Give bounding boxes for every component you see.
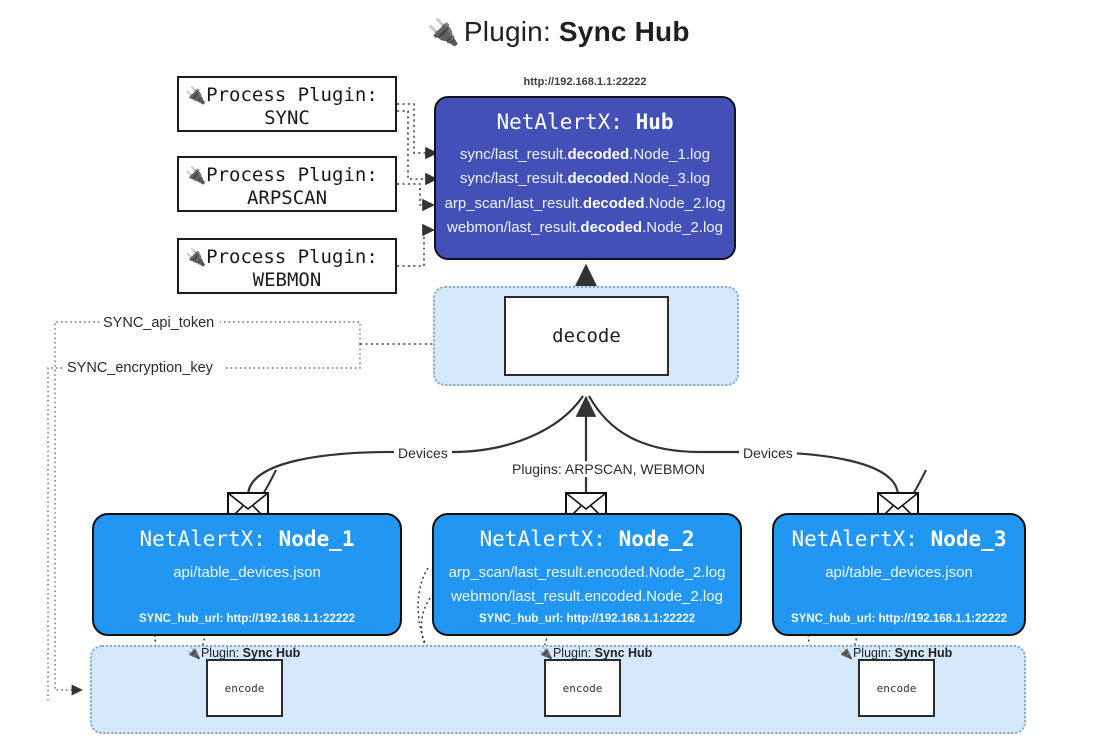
decode-box[interactable]: decode (504, 296, 669, 376)
encode-box-node-2[interactable]: encode (544, 659, 621, 717)
node-card-node-1[interactable]: NetAlertX: Node_1 api/table_devices.json… (92, 513, 402, 636)
node-footer-hub-url: SYNC_hub_url: http://192.168.1.1:22222 (790, 613, 1008, 625)
process-plugin-label: Process Plugin: (206, 246, 378, 268)
page-title: 🔌Plugin: Sync Hub (0, 16, 1117, 48)
encode-box-node-3[interactable]: encode (858, 659, 935, 717)
plug-icon: 🔌 (185, 86, 207, 106)
page-title-name: Sync Hub (558, 16, 690, 47)
node-title-prefix: NetAlertX: (791, 527, 918, 551)
encode-box-node-1[interactable]: encode (206, 659, 283, 717)
node-title-prefix: NetAlertX: (479, 527, 606, 551)
node-line-list: api/table_devices.json (94, 561, 400, 585)
hub-node[interactable]: NetAlertX: Hub sync/last_result.decoded.… (434, 96, 736, 260)
encoder-caption-node-2: 🔌Plugin: Sync Hub (538, 646, 653, 660)
hub-log-entry: sync/last_result.decoded.Node_3.log (459, 170, 711, 188)
plug-icon: 🔌 (185, 166, 207, 186)
node-line: arp_scan/last_result.encoded.Node_2.log (448, 564, 726, 581)
hub-log-entry: arp_scan/last_result.decoded.Node_2.log (444, 194, 726, 212)
process-plugin-label: Process Plugin: (206, 84, 378, 106)
plug-icon: 🔌 (185, 248, 207, 268)
process-plugin-name: SYNC (264, 107, 310, 130)
hub-log-entry: sync/last_result.decoded.Node_1.log (459, 146, 711, 163)
hub-title-name: Hub (635, 110, 674, 134)
process-plugin-label: Process Plugin: (206, 164, 378, 186)
plug-icon: 🔌 (186, 646, 201, 660)
node-line-list: api/table_devices.json (774, 561, 1024, 585)
node-title: NetAlertX: Node_2 (434, 527, 740, 551)
edge-label-devices-right: Devices (739, 445, 797, 461)
process-plugin-arpscan[interactable]: 🔌Process Plugin: ARPSCAN (177, 156, 397, 212)
encoder-caption-node-3: 🔌Plugin: Sync Hub (838, 646, 953, 660)
plug-icon: 🔌 (538, 646, 553, 660)
node-title: NetAlertX: Node_1 (94, 527, 400, 551)
node-title-name: Node_1 (278, 527, 355, 551)
node-card-node-3[interactable]: NetAlertX: Node_3 api/table_devices.json… (772, 513, 1026, 636)
secret-label-api-token: SYNC_api_token (100, 315, 218, 331)
node-title-name: Node_3 (930, 527, 1007, 551)
plug-icon: 🔌 (838, 646, 853, 660)
hub-log-list: sync/last_result.decoded.Node_1.log sync… (436, 143, 734, 240)
node-footer-hub-url: SYNC_hub_url: http://192.168.1.1:22222 (478, 613, 696, 625)
node-card-node-2[interactable]: NetAlertX: Node_2 arp_scan/last_result.e… (432, 513, 742, 636)
node-line-list: arp_scan/last_result.encoded.Node_2.log … (434, 561, 740, 610)
hub-title: NetAlertX: Hub (436, 110, 734, 134)
edge-label-plugins-center: Plugins: ARPSCAN, WEBMON (508, 461, 709, 477)
node-line: api/table_devices.json (825, 564, 973, 581)
node-line: webmon/last_result.encoded.Node_2.log (451, 588, 723, 606)
page-title-prefix: Plugin: (463, 16, 551, 47)
node-title: NetAlertX: Node_3 (774, 527, 1024, 551)
hub-title-prefix: NetAlertX: (496, 110, 623, 134)
edge-label-devices-left: Devices (394, 445, 452, 461)
encoder-caption-node-1: 🔌Plugin: Sync Hub (186, 646, 301, 660)
node-title-name: Node_2 (618, 527, 695, 551)
hub-log-entry: webmon/last_result.decoded.Node_2.log (447, 218, 723, 236)
node-line: api/table_devices.json (173, 564, 321, 581)
plug-icon: 🔌 (427, 17, 460, 47)
node-footer-hub-url: SYNC_hub_url: http://192.168.1.1:22222 (138, 613, 356, 625)
process-plugin-webmon[interactable]: 🔌Process Plugin: WEBMON (177, 238, 397, 294)
process-plugin-name: ARPSCAN (246, 187, 328, 210)
node-title-prefix: NetAlertX: (139, 527, 266, 551)
process-plugin-sync[interactable]: 🔌Process Plugin: SYNC (177, 76, 397, 132)
secret-label-encryption-key: SYNC_encryption_key (64, 360, 216, 376)
process-plugin-name: WEBMON (252, 269, 322, 292)
hub-url: http://192.168.1.1:22222 (523, 76, 647, 88)
